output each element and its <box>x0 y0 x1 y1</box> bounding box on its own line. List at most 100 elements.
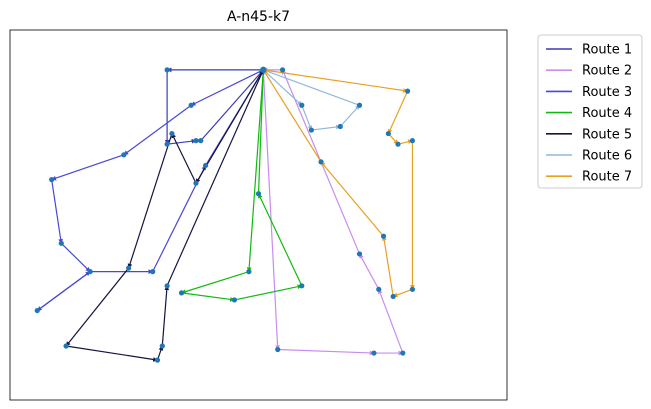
legend-item-route-2: Route 2 <box>546 64 632 79</box>
route-6-segment <box>339 104 360 127</box>
customer-node <box>337 123 343 130</box>
route-5-segment <box>65 267 130 347</box>
customer-node <box>193 180 199 186</box>
customer-node <box>164 67 170 73</box>
customer-node <box>308 127 315 133</box>
legend-label: Route 5 <box>582 127 632 142</box>
customer-node <box>371 350 377 356</box>
chart-title: A-n45-k7 <box>227 9 290 25</box>
customer-node <box>193 138 199 144</box>
customer-node <box>58 240 64 246</box>
route-5-segment <box>161 285 170 347</box>
route-4-segment <box>181 292 235 302</box>
route-3-segment <box>60 242 91 273</box>
route-4-segment <box>246 69 264 273</box>
customer-node <box>202 162 209 169</box>
customer-node <box>231 297 238 303</box>
customer-node <box>34 307 40 314</box>
route-6 <box>262 69 360 131</box>
customer-node <box>409 138 416 144</box>
route-3-segment <box>51 154 125 181</box>
route-7-segment <box>262 69 322 163</box>
customer-node <box>400 350 406 356</box>
route-3-segment <box>190 69 264 106</box>
customer-node <box>255 191 262 197</box>
customer-node <box>150 269 156 275</box>
customer-node <box>159 343 165 349</box>
route-2 <box>262 67 404 356</box>
route-2-segment <box>378 288 404 354</box>
legend-label: Route 6 <box>582 149 632 164</box>
customer-node <box>405 88 411 94</box>
route-7-segment <box>392 288 413 298</box>
customer-node <box>178 290 185 296</box>
plot-frame <box>9 29 508 401</box>
customer-node <box>299 102 305 108</box>
route-2-segment <box>358 253 380 290</box>
customer-node <box>395 141 401 147</box>
legend: Route 1 Route 2 Route 3 Route 4 Route 5 Route… <box>537 34 643 189</box>
legend-frame <box>537 34 643 189</box>
route-7-segment <box>263 69 409 93</box>
customer-node <box>126 265 132 271</box>
route-6-segment <box>311 124 341 131</box>
customer-node <box>188 102 194 108</box>
customer-node <box>164 283 170 289</box>
customer-node <box>63 343 69 349</box>
route-2-segment <box>277 348 375 356</box>
route-1-segment <box>200 69 264 142</box>
depot-node <box>260 66 267 74</box>
legend-item-route-6: Route 6 <box>546 149 632 164</box>
legend-label: Route 4 <box>582 106 632 121</box>
customer-node <box>87 269 93 275</box>
route-7-segment <box>387 90 409 135</box>
legend-label: Route 3 <box>582 85 632 100</box>
customer-node <box>409 286 416 292</box>
nodes-layer <box>34 66 416 363</box>
legend-item-route-3: Route 3 <box>546 85 632 100</box>
route-5-segment <box>66 345 158 362</box>
route-6-segment <box>301 105 313 131</box>
route-4-segment <box>181 271 250 294</box>
customer-node <box>49 177 55 183</box>
route-5-segment <box>127 133 173 269</box>
customer-node <box>169 130 175 137</box>
customer-node <box>385 130 391 137</box>
route-3-segment <box>123 104 192 156</box>
legend-label: Route 2 <box>582 64 632 79</box>
customer-node <box>279 67 286 73</box>
legend-item-route-1: Route 1 <box>546 43 632 58</box>
customer-node <box>376 286 382 292</box>
customer-node <box>356 102 363 108</box>
customer-node <box>299 283 305 289</box>
route-6-segment <box>262 69 303 106</box>
route-5-segment <box>166 69 264 287</box>
customer-node <box>275 346 281 353</box>
route-1 <box>164 67 264 145</box>
route-5-segment <box>171 133 197 184</box>
route-4-segment <box>234 284 303 301</box>
route-4 <box>181 69 303 302</box>
customer-node <box>380 233 387 239</box>
customer-node <box>356 251 363 257</box>
customer-node <box>154 357 161 363</box>
customer-node <box>121 152 127 158</box>
route-2-segment <box>262 69 280 350</box>
route-1-segment <box>167 138 197 145</box>
legend-item-route-5: Route 5 <box>546 127 632 142</box>
route-3-segment <box>51 179 64 244</box>
legend-label: Route 7 <box>582 170 632 185</box>
legend-item-route-7: Route 7 <box>546 170 632 185</box>
route-4-segment <box>257 69 266 194</box>
route-6-segment <box>262 69 360 106</box>
route-3-segment <box>36 271 91 312</box>
legend-label: Route 1 <box>582 43 632 58</box>
customer-node <box>164 141 170 147</box>
route-7-segment <box>381 235 394 297</box>
customer-node <box>318 159 324 165</box>
route-4-segment <box>257 193 303 287</box>
legend-item-route-4: Route 4 <box>546 106 632 121</box>
route-7-segment <box>320 161 385 237</box>
customer-node <box>246 269 252 275</box>
